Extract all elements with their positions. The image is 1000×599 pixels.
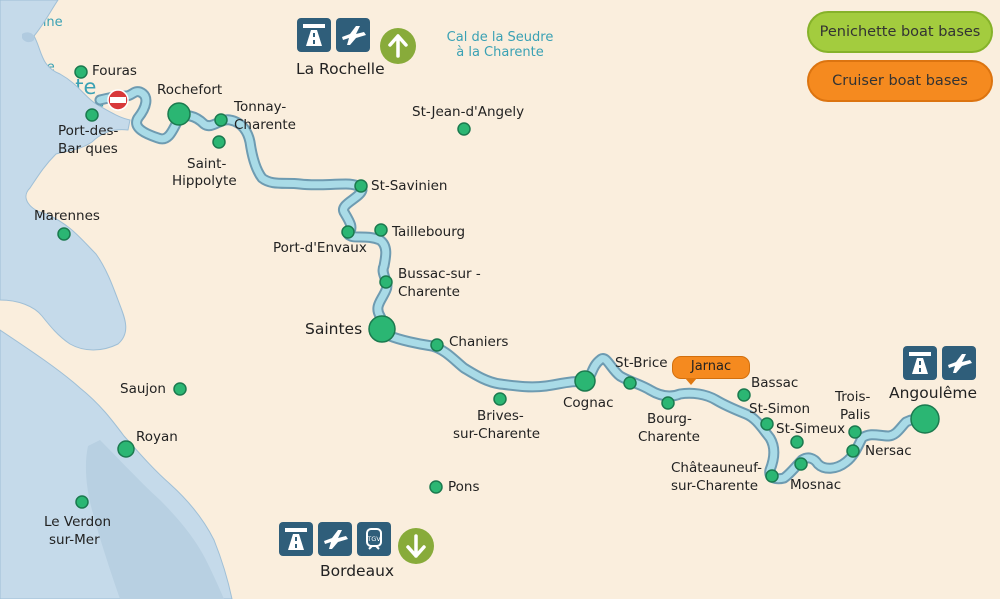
- town-dot-marennes: [57, 227, 71, 241]
- st-simon-label: St-Simon: [749, 401, 811, 417]
- cal-seudre-label-1: Cal de la Seudre: [446, 30, 554, 45]
- nersac-label: Nersac: [865, 443, 912, 459]
- airport-icon: [336, 18, 370, 52]
- saujon-label: Saujon: [120, 381, 166, 397]
- bordeaux-label: Bordeaux: [320, 562, 395, 580]
- motorway-icon: [903, 346, 937, 380]
- bourg-label-2: Charente: [638, 429, 700, 445]
- fouras-label: Fouras: [92, 63, 137, 79]
- le-verdon-label-2: sur-Mer: [49, 532, 100, 548]
- bassac-label: Bassac: [751, 375, 799, 391]
- marennes-label: Marennes: [34, 208, 100, 224]
- town-dot-nersac: [846, 444, 860, 458]
- st-simeux-label: St-Simeux: [776, 421, 846, 437]
- town-dot-saintes: [368, 315, 396, 343]
- town-dot-chaniers: [430, 338, 444, 352]
- bussac-label-1: Bussac-sur -: [398, 266, 481, 282]
- town-dot-cognac: [574, 370, 596, 392]
- town-dot-bassac: [737, 388, 751, 402]
- chateauneuf-label-2: sur-Charente: [671, 478, 759, 494]
- town-dot-taillebourg: [374, 223, 388, 237]
- town-dot-port-des-barques: [85, 108, 99, 122]
- town-dots: [57, 65, 940, 509]
- tonnay-label-2: Charente: [234, 117, 296, 133]
- pons-label: Pons: [448, 479, 480, 495]
- town-dot-mosnac: [794, 457, 808, 471]
- ile-daix: [22, 32, 35, 43]
- town-dot-bussac: [379, 275, 393, 289]
- trois-palis-label-2: Palis: [840, 407, 871, 423]
- st-jean-label: St-Jean-d'Angely: [412, 104, 525, 120]
- town-dot-rochefort: [167, 102, 191, 126]
- airport-icon: [942, 346, 976, 380]
- jarnac-callout-tip: [685, 378, 697, 385]
- bussac-label-2: Charente: [398, 284, 460, 300]
- motorway-icon: [279, 522, 313, 556]
- town-dot-st-simon: [760, 417, 774, 431]
- saint-hippolyte-label-2: Hippolyte: [172, 173, 237, 189]
- jarnac-callout[interactable]: Jarnac: [672, 356, 750, 379]
- royan-label: Royan: [136, 429, 178, 445]
- cruiser-legend-label: Cruiser boat bases: [832, 73, 968, 89]
- arrow-up-icon[interactable]: [380, 28, 416, 64]
- angouleme-label: Angoulême: [889, 384, 978, 402]
- st-savinien-label: St-Savinien: [371, 178, 448, 194]
- tgv-badge: TGV: [366, 535, 381, 543]
- no-entry-icon: [107, 89, 129, 111]
- town-dot-royan: [117, 440, 135, 458]
- cruiser-legend-button[interactable]: Cruiser boat bases: [807, 60, 993, 102]
- airport-icon: [318, 522, 352, 556]
- motorway-icon: [297, 18, 331, 52]
- penichette-legend-button[interactable]: Penichette boat bases: [807, 11, 993, 53]
- le-verdon-label-1: Le Verdon: [44, 514, 112, 530]
- tonnay-label-1: Tonnay-: [234, 99, 287, 115]
- taillebourg-label: Taillebourg: [392, 224, 466, 240]
- chateauneuf-label-1: Châteauneuf-: [671, 460, 762, 476]
- town-dot-bourg: [661, 396, 675, 410]
- tgv-train-icon: TGV: [357, 522, 391, 556]
- arrow-down-icon[interactable]: [398, 528, 434, 564]
- town-dot-angouleme: [910, 404, 940, 434]
- town-dot-st-brice: [623, 376, 637, 390]
- gironde-estuary: [85, 440, 224, 599]
- saintes-label: Saintes: [305, 320, 363, 338]
- town-dot-chateauneuf: [765, 469, 779, 483]
- town-dot-le-verdon: [75, 495, 89, 509]
- town-dot-trois-palis: [848, 425, 862, 439]
- saint-hippolyte-label-1: Saint-: [187, 156, 227, 172]
- jarnac-label: Jarnac: [690, 359, 732, 374]
- town-dot-saint-hippolyte: [212, 135, 226, 149]
- mosnac-label: Mosnac: [790, 477, 842, 493]
- cognac-label: Cognac: [563, 395, 614, 411]
- town-dot-port-denvaux: [341, 225, 355, 239]
- cal-seudre-label-2: à la Charente: [456, 45, 544, 60]
- penichette-legend-label: Penichette boat bases: [819, 24, 981, 40]
- port-des-barques-label-1: Port-des-: [58, 123, 119, 139]
- bourg-label-1: Bourg-: [647, 411, 692, 427]
- port-des-barques-label-2: Bar ques: [58, 141, 118, 157]
- town-dot-saujon: [173, 382, 187, 396]
- brives-label-2: sur-Charente: [453, 426, 541, 442]
- town-dot-tonnay: [214, 113, 228, 127]
- town-dot-st-jean: [457, 122, 471, 136]
- trois-palis-label-1: Trois-: [835, 389, 871, 405]
- rochefort-label: Rochefort: [157, 82, 223, 98]
- town-dot-brives: [493, 392, 507, 406]
- la-rochelle-label: La Rochelle: [296, 60, 385, 78]
- town-dot-fouras: [74, 65, 88, 79]
- port-denvaux-label: Port-d'Envaux: [273, 240, 367, 256]
- town-dot-st-savinien: [354, 179, 368, 193]
- brives-label-1: Brives-: [477, 408, 524, 424]
- st-brice-label: St-Brice: [615, 355, 668, 371]
- town-dot-pons: [429, 480, 443, 494]
- town-dot-st-simeux: [790, 435, 804, 449]
- sea-area: [0, 0, 131, 351]
- chaniers-label: Chaniers: [449, 334, 509, 350]
